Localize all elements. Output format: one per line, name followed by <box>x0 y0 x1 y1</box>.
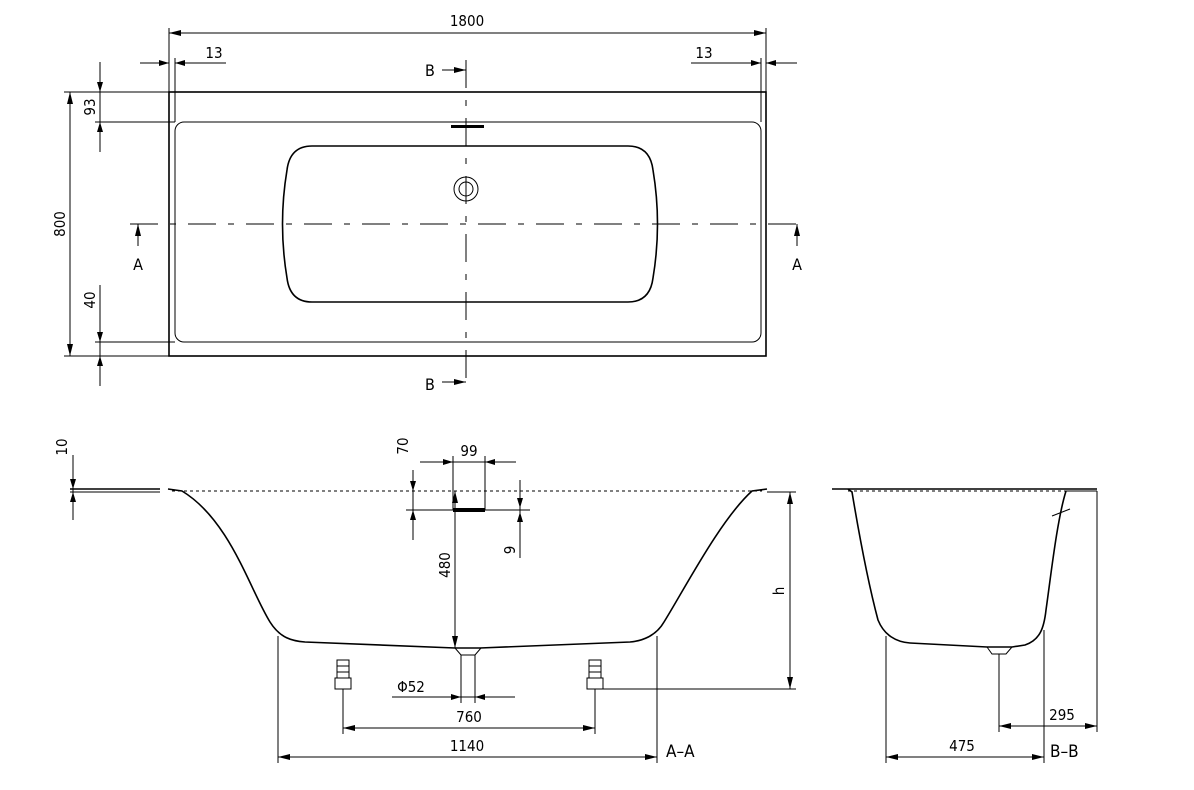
drain-depth-dimension: 480 <box>436 552 454 578</box>
foot-left <box>336 659 350 679</box>
depth-dimension: 800 <box>51 211 69 237</box>
tub-inner-rim <box>174 121 762 343</box>
section-b-tub-profile <box>847 488 1067 648</box>
tub-outer-rim <box>168 91 767 357</box>
section-a-tub-profile <box>167 488 768 649</box>
section-b-marker-bottom: B <box>425 375 435 394</box>
section-b-marker-top: B <box>425 61 435 80</box>
top-view: 1800 13 13 800 93 40 <box>51 12 802 394</box>
section-a-marker-right: A <box>792 255 802 274</box>
base-length-dimension: 1140 <box>450 737 484 755</box>
overflow-offset-dimension: 70 <box>394 437 412 454</box>
tub-basin <box>281 145 659 303</box>
top-rim-dimension: 93 <box>81 98 99 115</box>
bottom-rim-dimension: 40 <box>81 291 99 308</box>
overflow-height-dimension: 9 <box>501 546 519 555</box>
overflow-width-dimension: 99 <box>460 442 477 460</box>
drain-diameter-dimension: Φ52 <box>397 678 425 696</box>
right-edge-dimension: 13 <box>695 44 712 62</box>
left-edge-dimension: 13 <box>205 44 222 62</box>
section-a-view: 10 99 70 9 480 h <box>53 437 796 763</box>
height-dimension: h <box>770 587 788 596</box>
section-a-marker-left: A <box>133 255 143 274</box>
feet-spacing-dimension: 760 <box>456 708 482 726</box>
drain-offset-dimension: 295 <box>1049 706 1075 724</box>
section-a-label: A–A <box>666 742 695 762</box>
overflow-slot <box>451 125 484 128</box>
section-b-view: 295 475 B–B <box>832 488 1098 763</box>
base-width-dimension: 475 <box>949 737 975 755</box>
foot-right <box>588 659 602 679</box>
length-dimension: 1800 <box>450 12 484 30</box>
rim-thickness-dimension: 10 <box>53 438 71 455</box>
section-b-label: B–B <box>1050 742 1079 762</box>
